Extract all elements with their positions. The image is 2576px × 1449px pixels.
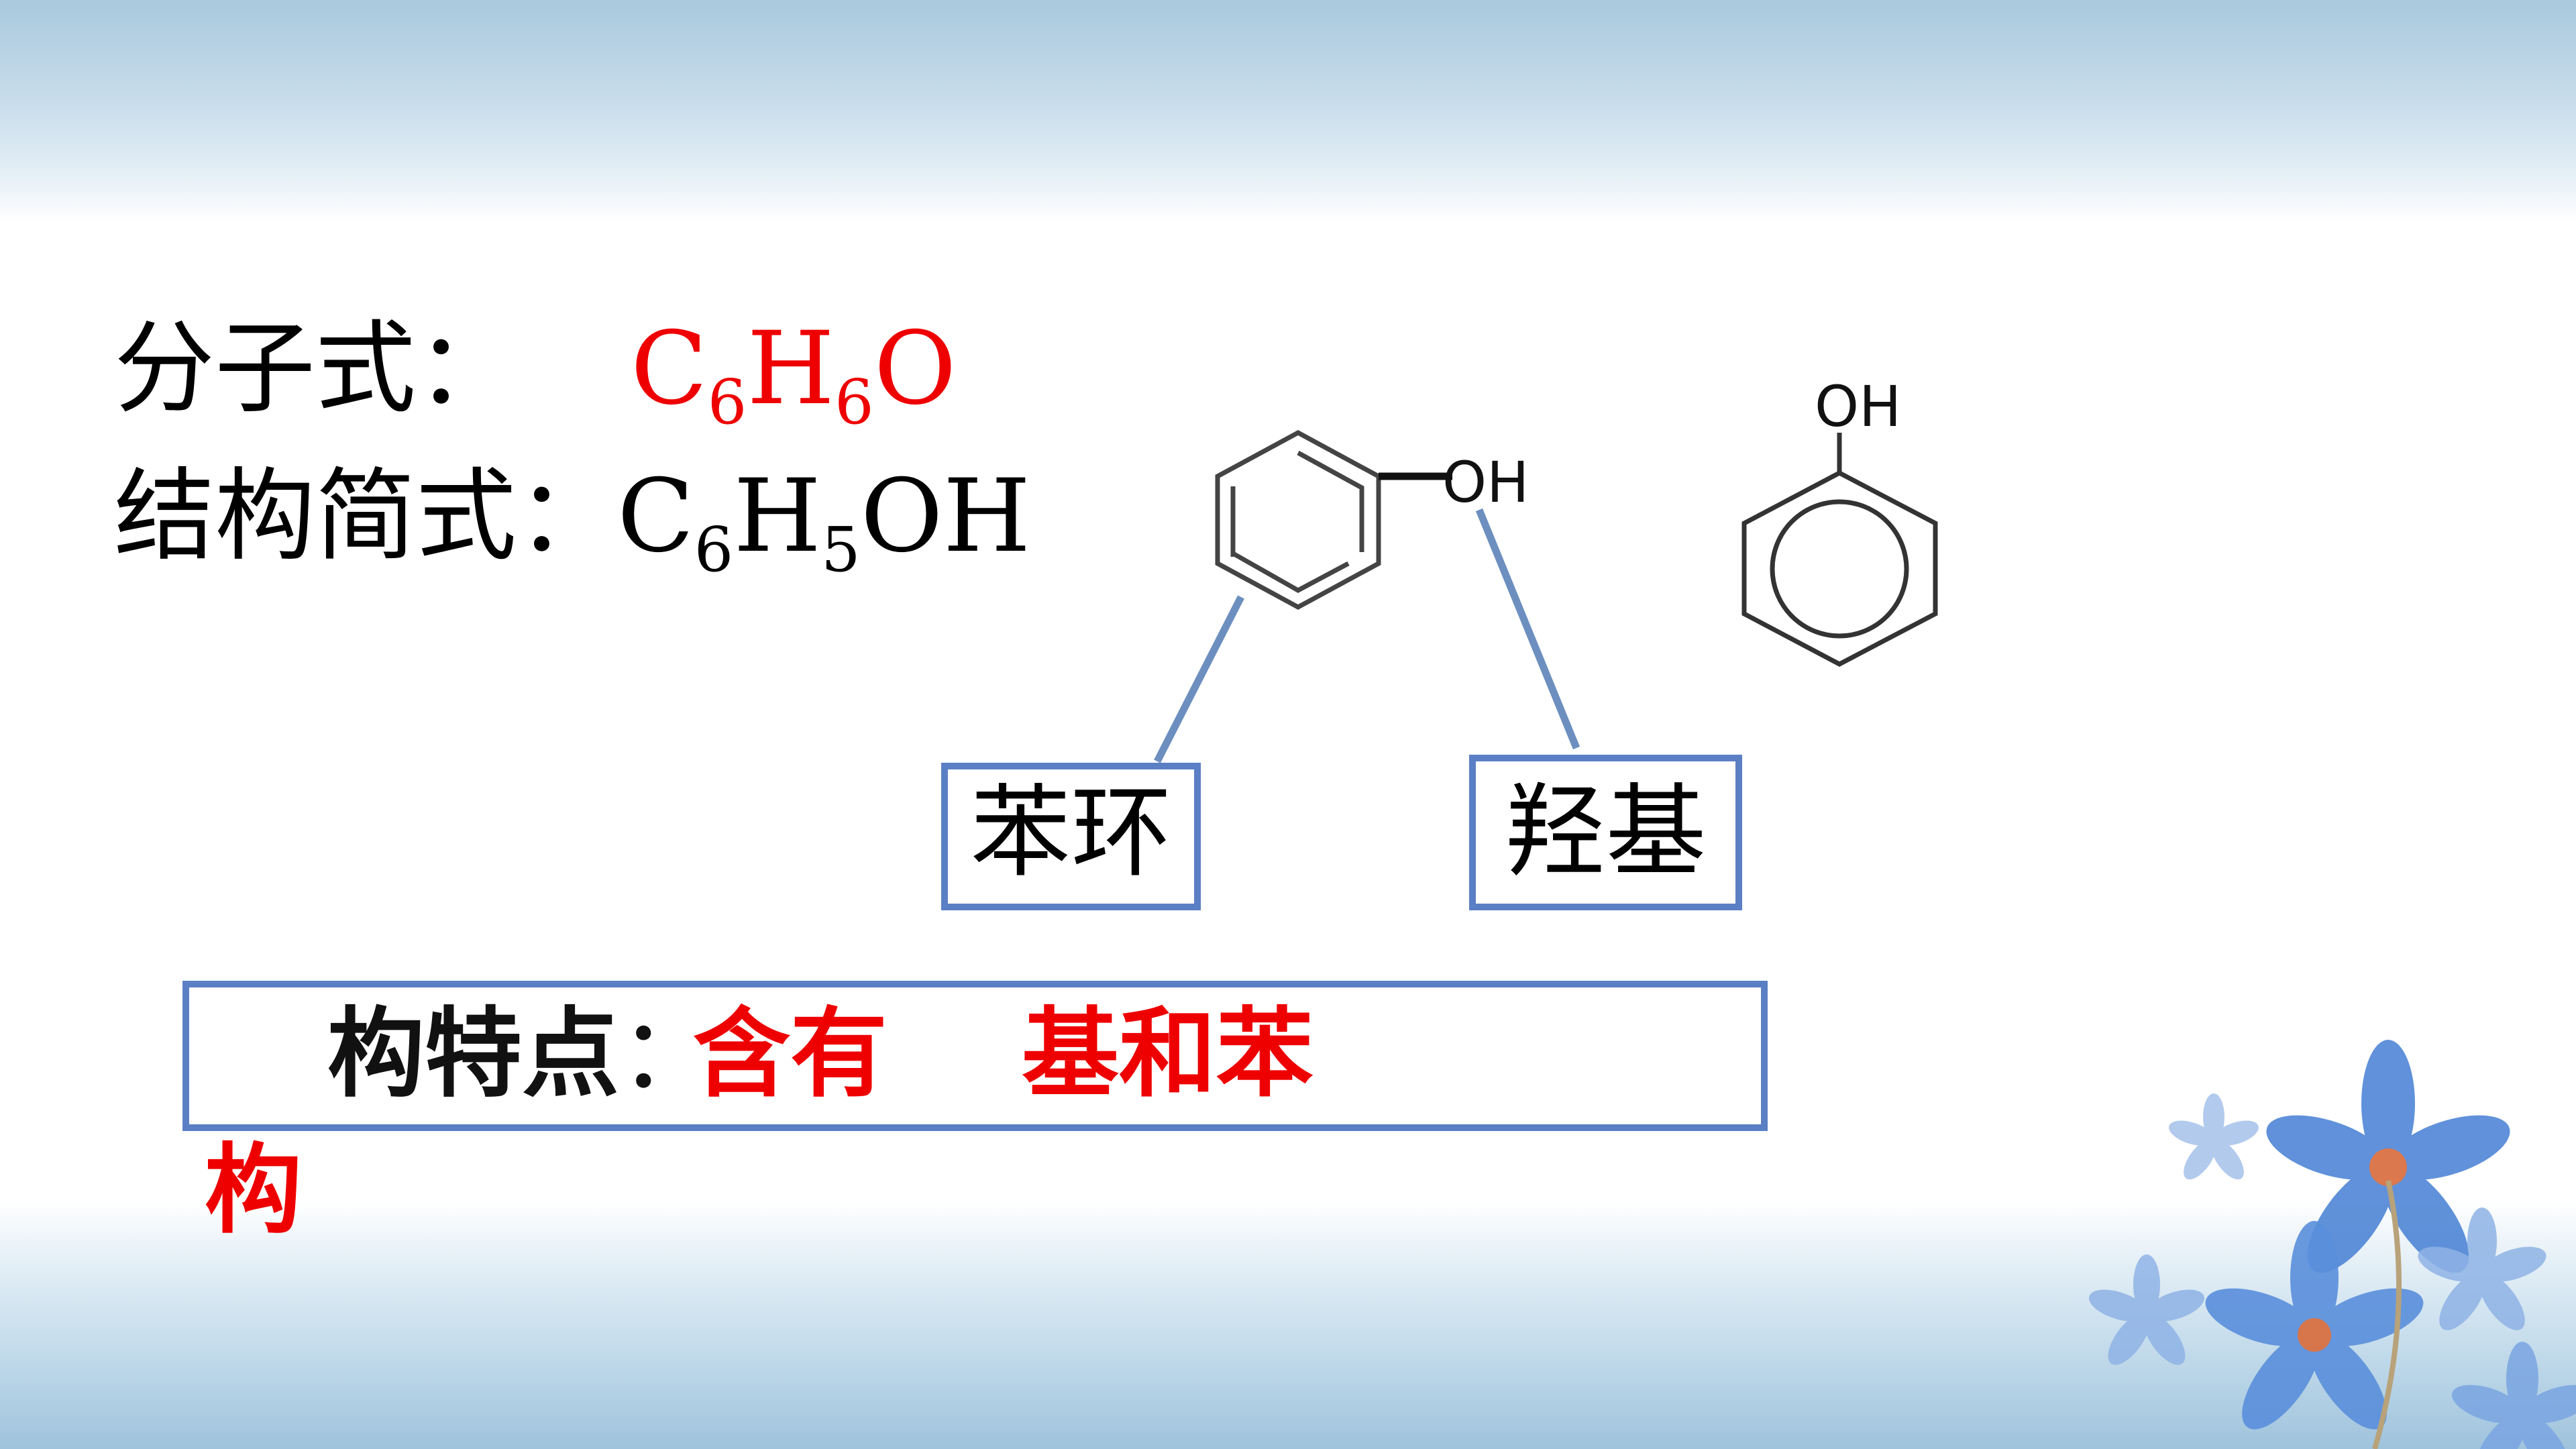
connector-line-ring: [1154, 595, 1244, 763]
hydroxyl-label: 羟基: [1505, 774, 1707, 891]
hydroxyl-label-box: 羟基: [1469, 755, 1742, 910]
features-label: 构特点: [327, 998, 619, 1111]
oh-label-left: OH: [1442, 449, 1529, 515]
features-value-part1: 含有: [693, 998, 888, 1111]
connector-line-hydroxyl: [1475, 508, 1580, 750]
features-colon: ：: [619, 998, 716, 1111]
structural-formula-label: 结构简式：: [114, 458, 618, 575]
header-gradient-band: [0, 0, 2576, 221]
oh-label-right: OH: [1815, 374, 1901, 439]
molecular-formula-value: C6H6O: [631, 311, 957, 438]
benzene-ring-label: 苯环: [970, 775, 1172, 892]
structure-features-box: [182, 981, 1768, 1131]
structural-formula-line: 结构简式：C6H5OH: [114, 460, 1031, 607]
benzene-ring-label-box: 苯环: [941, 763, 1201, 910]
molecular-formula-label: 分子式：: [114, 311, 517, 427]
benzene-ring-left: [1215, 430, 1381, 610]
features-overflow-text: 构: [205, 1134, 302, 1247]
features-value-part2: 基和苯: [1022, 998, 1313, 1111]
structural-formula-value: C6H5OH: [617, 458, 1031, 586]
flower-decoration: [2088, 1040, 2576, 1449]
structure-features-line: 构特点：含有 基和苯: [327, 994, 1313, 1115]
benzene-ring-right: [1741, 470, 1938, 667]
molecular-formula-line: 分子式： C6H6O: [114, 312, 957, 460]
